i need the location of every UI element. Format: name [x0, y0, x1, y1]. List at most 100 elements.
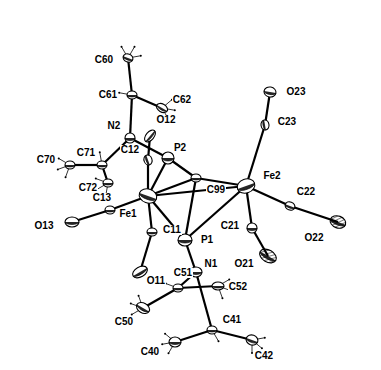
octant-shading — [162, 158, 174, 161]
octant-shading — [127, 95, 137, 97]
ellipsoid-outline — [127, 91, 137, 99]
atom-label: Fe1 — [118, 209, 137, 219]
bond-line — [143, 288, 178, 308]
octant-shading — [136, 305, 149, 314]
octant-shading — [191, 178, 201, 180]
octant-shading — [285, 204, 295, 209]
atom-ellipsoid — [212, 282, 224, 290]
ellipsoid-outline — [162, 152, 174, 164]
atom-label: O23 — [286, 87, 307, 97]
ellipsoid-outline — [245, 333, 260, 347]
atom-ellipsoid — [173, 284, 183, 292]
atom-ellipsoid — [125, 133, 135, 143]
atom-ellipsoid — [143, 154, 154, 166]
hydrogen-atom — [261, 347, 263, 349]
ellipsoid-outline — [173, 284, 183, 292]
atom-label: C62 — [172, 95, 192, 105]
atom-ellipsoid — [178, 234, 192, 246]
hydrogen-atom — [131, 314, 133, 316]
octant-shading — [65, 165, 75, 167]
octant-shading — [329, 219, 345, 227]
atom-label: O11 — [146, 276, 166, 286]
ellipsoid-outline — [257, 246, 279, 265]
octant-shading — [65, 222, 79, 225]
hydrogen-atom — [168, 352, 170, 354]
atom-ellipsoid — [65, 217, 79, 227]
atom-ellipsoid — [328, 214, 347, 231]
atom-label: P1 — [200, 235, 214, 245]
ellipsoid-outline — [65, 217, 79, 227]
octant-shading — [138, 193, 156, 202]
atom-ellipsoid — [105, 206, 115, 214]
atom-label: C22 — [296, 187, 316, 197]
hydrogen-atom — [65, 176, 67, 178]
ellipsoid-outline — [125, 133, 135, 143]
atom-label: C72 — [78, 183, 98, 193]
atom-ellipsoid — [155, 102, 169, 115]
ellipsoid-outline — [178, 234, 192, 246]
atom-ellipsoid — [284, 201, 296, 212]
atom-label: C12 — [120, 145, 140, 155]
atom-ellipsoid — [97, 161, 107, 169]
atom-ellipsoid — [65, 161, 75, 169]
ellipsoid-outline — [147, 228, 157, 236]
bond-line — [130, 95, 132, 138]
hydrogen-atom — [228, 279, 230, 281]
bond-line — [196, 272, 212, 330]
ellipsoid-outline — [155, 102, 169, 115]
atom-ellipsoid — [122, 53, 134, 64]
atom-label: O12 — [156, 115, 177, 125]
hydrogen-atom — [130, 303, 132, 305]
ellipsoid-outline — [142, 128, 157, 144]
octant-shading — [123, 56, 133, 61]
ellipsoid-outline — [103, 179, 113, 187]
octant-shading — [147, 232, 157, 234]
ellipsoid-outline — [169, 337, 181, 347]
octant-shading — [212, 286, 224, 288]
hydrogen-atom — [99, 151, 101, 153]
atom-label: C23 — [277, 117, 297, 127]
atom-label: C13 — [92, 193, 112, 203]
atom-label: C52 — [228, 282, 248, 292]
atom-ellipsoid — [162, 152, 174, 164]
hydrogen-atom — [251, 352, 253, 354]
thermal-ellipsoids — [65, 53, 348, 347]
ellipsoid-outline — [263, 86, 277, 98]
atom-ellipsoid — [147, 228, 157, 236]
hydrogen-atom — [138, 295, 140, 297]
ellipsoid-outline — [260, 119, 270, 130]
atom-ellipsoid — [134, 300, 151, 316]
atom-label: C51 — [173, 268, 193, 278]
atom-ellipsoid — [191, 174, 201, 182]
atom-label: C11 — [162, 225, 182, 235]
bond-line — [185, 186, 246, 240]
atom-label: O22 — [304, 233, 325, 243]
atom-ellipsoid — [245, 333, 260, 347]
octant-shading — [178, 240, 192, 243]
octant-shading — [97, 165, 107, 167]
atom-label: C50 — [114, 317, 134, 327]
ellipsoid-outline — [97, 161, 107, 169]
atom-label: Fe2 — [262, 171, 281, 181]
ellipsoid-outline — [134, 300, 151, 316]
atom-ellipsoid — [137, 186, 159, 205]
ellipsoid-outline — [143, 154, 154, 166]
ellipsoid-outline — [212, 282, 224, 290]
hydrogen-atom — [264, 337, 266, 339]
octant-shading — [246, 338, 258, 344]
hydrogen-atom — [121, 46, 123, 48]
ellipsoid-outline — [284, 201, 296, 212]
hydrogen-atom — [95, 178, 97, 180]
ellipsoid-outline — [65, 161, 75, 169]
ellipsoid-outline — [137, 186, 159, 205]
hydrogen-atom — [140, 55, 142, 57]
hydrogen-atom — [118, 92, 120, 94]
hydrogen-atom — [134, 46, 136, 48]
atom-ellipsoid — [127, 91, 137, 99]
bond-line — [128, 58, 132, 95]
atom-ellipsoid — [169, 337, 181, 347]
atom-label: C61 — [98, 90, 118, 100]
atom-ellipsoid — [257, 246, 279, 265]
atom-label: C21 — [220, 221, 240, 231]
